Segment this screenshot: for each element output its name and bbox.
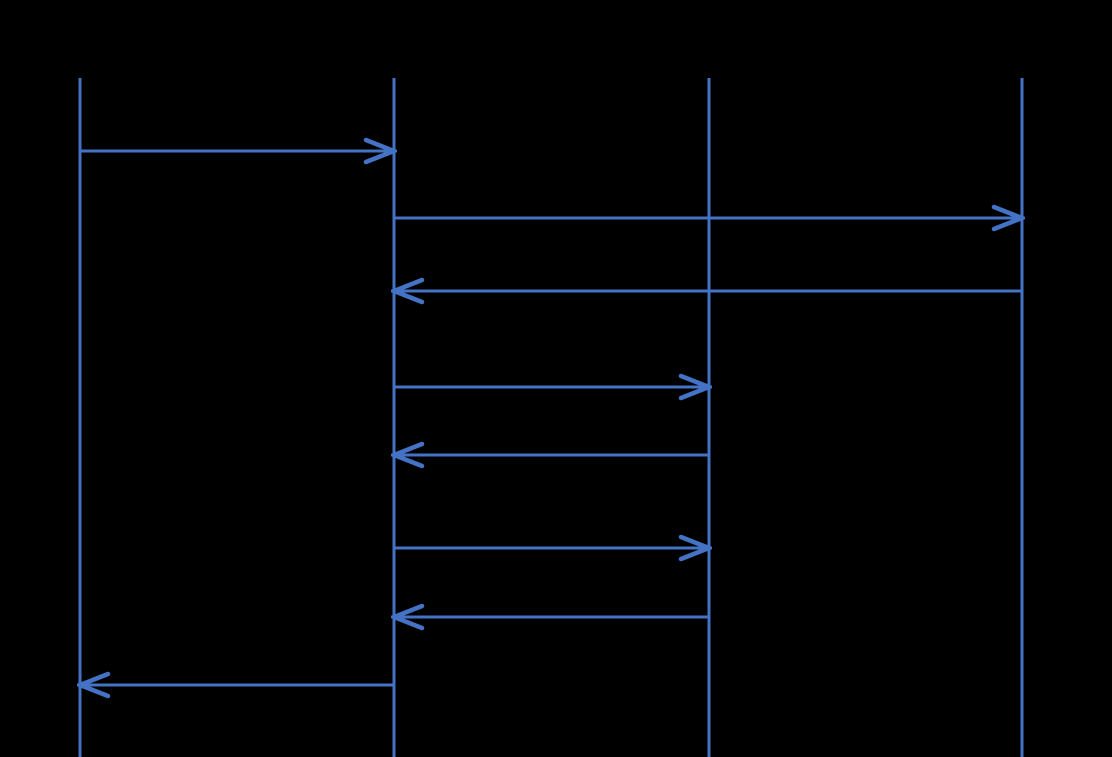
lifelines-group <box>78 78 1024 757</box>
messages-group <box>80 151 1022 685</box>
